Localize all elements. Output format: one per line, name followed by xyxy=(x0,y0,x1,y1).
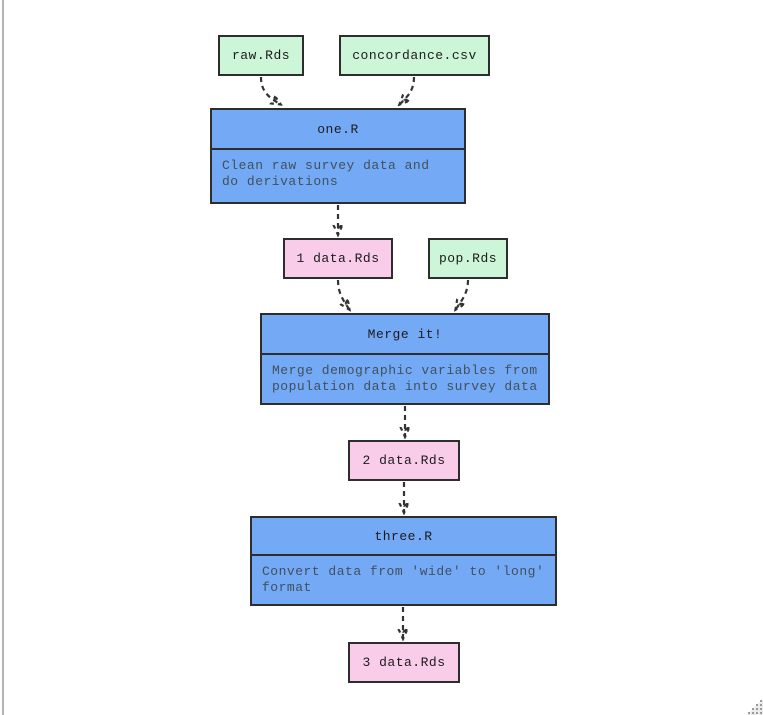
process-one-r-title: one.R xyxy=(317,121,359,137)
node-2-data-rds: 2 data.Rds xyxy=(348,440,460,481)
process-three-r-title: three.R xyxy=(374,528,433,544)
process-one-r-description: Clean raw survey data and do derivations xyxy=(212,148,464,202)
node-3-data-rds-label: 3 data.Rds xyxy=(362,655,446,670)
node-process-one-r: one.R Clean raw survey data and do deriv… xyxy=(210,108,466,204)
node-process-merge: Merge it! Merge demographic variables fr… xyxy=(260,313,550,405)
node-1-data-rds: 1 data.Rds xyxy=(283,238,393,279)
edge-pop-to-merge xyxy=(456,279,470,309)
process-merge-title: Merge it! xyxy=(367,326,443,342)
node-raw-rds: raw.Rds xyxy=(218,35,304,76)
process-merge-description: Merge demographic variables from populat… xyxy=(262,353,548,403)
node-process-three-r: three.R Convert data from 'wide' to 'lon… xyxy=(250,516,557,606)
edge-conc-to-one xyxy=(400,76,416,104)
node-concordance-csv: concordance.csv xyxy=(339,35,490,76)
edge-raw-to-one xyxy=(259,76,280,104)
node-2-data-rds-label: 2 data.Rds xyxy=(362,453,446,468)
edge-d1-to-merge xyxy=(336,279,349,309)
process-three-r-description: Convert data from 'wide' to 'long' forma… xyxy=(252,554,555,604)
node-1-data-rds-label: 1 data.Rds xyxy=(296,251,380,266)
node-pop-rds-label: pop.Rds xyxy=(438,251,498,266)
node-concordance-csv-label: concordance.csv xyxy=(352,48,477,63)
node-raw-rds-label: raw.Rds xyxy=(231,48,291,63)
node-pop-rds: pop.Rds xyxy=(428,238,508,279)
pane-left-border xyxy=(2,0,4,715)
node-3-data-rds: 3 data.Rds xyxy=(348,642,460,683)
resize-grip-icon[interactable] xyxy=(747,699,763,715)
